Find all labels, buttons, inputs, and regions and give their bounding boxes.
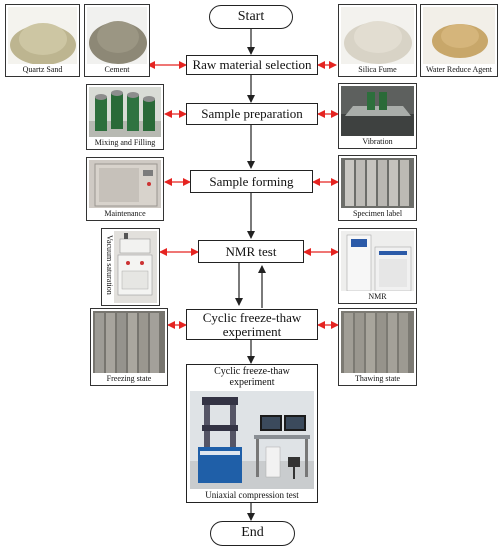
water-reducer-pile-illustration <box>432 24 488 58</box>
thawing-state-photo <box>341 311 414 373</box>
nmr-test-label: NMR test <box>225 243 277 259</box>
thawed-specimens-illustration <box>344 313 408 373</box>
compression-caption-line2: experiment <box>229 377 275 388</box>
testing-machine-illustration <box>190 391 314 489</box>
thawing-state-caption: Thawing state <box>354 374 401 383</box>
nmr-photo <box>341 231 414 291</box>
start-node: Start <box>209 5 293 29</box>
sample-forming-label: Sample forming <box>209 173 294 189</box>
silica-fume-caption: Silica Fume <box>358 65 397 74</box>
specimen-label-photo <box>341 158 414 208</box>
cement-photo <box>87 7 147 64</box>
mixing-filling-caption: Mixing and Filling <box>94 138 156 147</box>
sample-forming-step: Sample forming <box>190 170 313 193</box>
specimen-label-caption: Specimen label <box>352 209 403 218</box>
water-reducer-card: Water Reduce Agent <box>420 4 498 77</box>
compression-test-box: Cyclic freeze-thaw experiment <box>186 364 318 503</box>
mixing-filling-card: Mixing and Filling <box>86 84 164 150</box>
silica-fume-photo <box>341 7 414 64</box>
vibration-caption: Vibration <box>362 137 393 146</box>
frozen-specimens-illustration <box>95 313 159 373</box>
thawing-state-card: Thawing state <box>338 308 417 386</box>
raw-material-label: Raw material selection <box>192 57 312 73</box>
water-reducer-photo <box>423 7 495 64</box>
vibration-table-illustration <box>341 92 414 136</box>
labeled-specimens-illustration <box>345 160 409 206</box>
vibration-photo <box>341 86 414 136</box>
raw-material-step: Raw material selection <box>186 55 318 75</box>
quartz-sand-card: Quartz Sand <box>5 4 80 77</box>
maintenance-photo <box>89 160 161 208</box>
cyclic-label-line1: Cyclic freeze-thaw <box>202 309 302 325</box>
mixing-filling-photo <box>89 87 161 137</box>
end-node: End <box>210 521 295 546</box>
vacuum-saturation-caption: Vacuum saturation <box>105 235 114 295</box>
compression-caption-top: Cyclic freeze-thaw experiment <box>187 366 317 388</box>
specimen-label-card: Specimen label <box>338 155 417 221</box>
sample-preparation-label: Sample preparation <box>201 106 303 122</box>
vacuum-saturation-photo <box>114 231 157 303</box>
cyclic-label-line2: experiment <box>222 323 282 339</box>
uniaxial-caption: Uniaxial compression test <box>205 490 299 500</box>
maintenance-card: Maintenance <box>86 157 164 221</box>
quartz-sand-photo <box>8 7 77 64</box>
compression-caption-line1: Cyclic freeze-thaw <box>214 366 290 377</box>
compression-machine-photo <box>190 391 314 489</box>
water-reducer-caption: Water Reduce Agent <box>426 65 492 74</box>
freezing-state-photo <box>93 311 165 373</box>
cement-caption: Cement <box>104 65 130 74</box>
sand-pile-illustration <box>10 23 76 64</box>
cement-card: Cement <box>84 4 150 77</box>
freezing-state-caption: Freezing state <box>106 374 152 383</box>
end-label: End <box>241 525 264 541</box>
curing-box-illustration <box>94 163 158 207</box>
start-label: Start <box>237 8 265 24</box>
nmr-test-step: NMR test <box>198 240 304 263</box>
nmr-caption: NMR <box>368 292 387 301</box>
cement-pile-illustration <box>89 21 147 64</box>
cyclic-freeze-thaw-step: Cyclic freeze-thaw experiment <box>186 309 318 340</box>
molds-illustration <box>89 90 161 137</box>
vacuum-device-illustration <box>117 233 153 296</box>
vacuum-saturation-card: Vacuum saturation <box>101 228 160 306</box>
nmr-card: NMR <box>338 228 417 304</box>
quartz-sand-caption: Quartz Sand <box>22 65 63 74</box>
maintenance-caption: Maintenance <box>104 209 146 218</box>
silica-fume-card: Silica Fume <box>338 4 417 77</box>
vibration-card: Vibration <box>338 83 417 149</box>
sample-preparation-step: Sample preparation <box>186 103 318 125</box>
freezing-state-card: Freezing state <box>90 308 168 386</box>
silica-fume-pile-illustration <box>344 21 412 64</box>
nmr-instrument-illustration <box>346 234 412 291</box>
